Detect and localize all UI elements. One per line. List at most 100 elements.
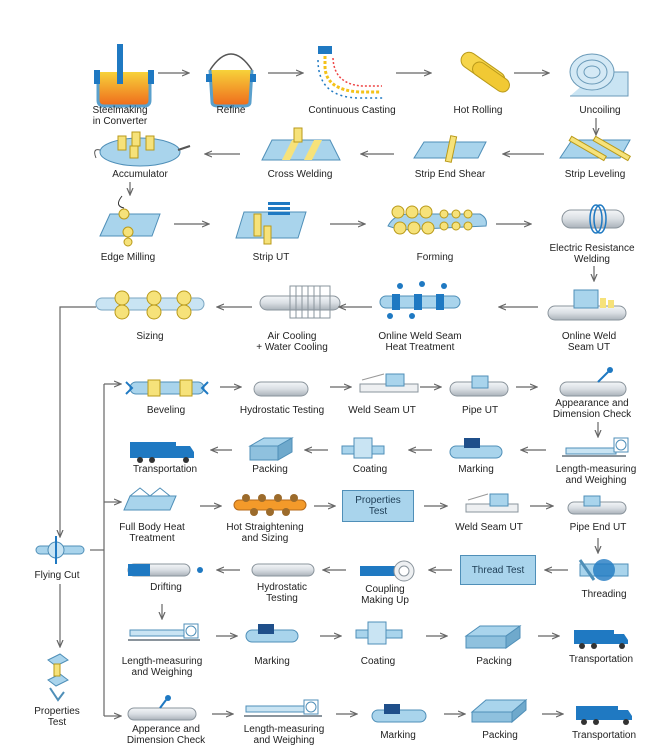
strip-leveling-icon (559, 135, 632, 162)
label-r6-marking: Marking (380, 730, 416, 741)
label-r3-weld-seam-ut: Weld Seam UT (455, 522, 523, 533)
label-r6-length: Length-measuring and Weighing (243, 724, 325, 746)
hot-straightening-icon (233, 494, 307, 516)
label-r1-weld-seam-ut: Weld Seam UT (348, 405, 416, 416)
label-r3-hot-straightening: Hot Straightening and Sizing (226, 522, 304, 544)
coating-icon-r2 (341, 437, 385, 459)
label-continuous-casting: Continuous Casting (308, 105, 396, 116)
flying-cut-icon (35, 536, 85, 564)
label-r5-transportation: Transportation (568, 654, 634, 665)
marking-icon-r2 (449, 438, 503, 459)
label-accumulator: Accumulator (112, 169, 168, 180)
accumulator-icon (94, 131, 191, 167)
forming-icon (387, 205, 487, 235)
label-edge-milling: Edge Milling (100, 252, 156, 263)
packing-icon-r6 (470, 698, 528, 724)
packing-icon-r5 (464, 625, 522, 649)
label-r2-packing: Packing (252, 464, 288, 475)
label-r3-pipe-end-ut: Pipe End UT (569, 522, 627, 533)
coating-icon-r5 (355, 621, 403, 645)
label-r6-transportation: Transportation (571, 730, 637, 741)
label-r5-marking: Marking (254, 656, 290, 667)
marking-icon-r5 (245, 624, 299, 643)
marking-icon-r6 (371, 704, 427, 723)
label-steelmaking: Steelmaking in Converter (92, 105, 148, 127)
converter-icon (94, 44, 154, 108)
packing-icon-r2 (248, 437, 294, 461)
length-weighing-icon-r2 (562, 437, 629, 457)
length-weighing-icon-r6 (244, 699, 322, 717)
label-forming: Forming (416, 252, 454, 263)
label-r6-packing: Packing (482, 730, 518, 741)
strip-ut-icon (235, 202, 307, 245)
properties-test-box: Properties Test (342, 490, 414, 522)
label-properties-test-left: Properties Test (34, 706, 80, 728)
thread-test-box: Thread Test (460, 555, 536, 585)
arrow-to-flying-cut (60, 306, 96, 536)
label-r5-coating: Coating (360, 656, 396, 667)
truck-icon-r5 (574, 630, 628, 649)
label-sizing: Sizing (136, 331, 164, 342)
label-erw: Electric Resistance Welding (549, 243, 635, 265)
label-r2-length: Length-measuring and Weighing (555, 464, 637, 486)
coupling-icon (360, 560, 415, 582)
label-r5-packing: Packing (476, 656, 512, 667)
pipe-ut-icon (449, 375, 509, 397)
weld-seam-ut-icon-r3 (465, 493, 519, 513)
label-r1-appearance: Appearance and Dimension Check (552, 398, 632, 420)
cooling-icon (259, 285, 341, 319)
label-refine: Refine (216, 105, 246, 116)
label-r4-threading: Threading (581, 589, 627, 600)
coil-icon (569, 53, 629, 97)
label-r6-appearance: Apperance and Dimension Check (126, 724, 206, 746)
label-online-weld-ut: Online Weld Seam UT (561, 331, 617, 353)
full-body-heat-treatment-icon (123, 487, 177, 511)
dimension-check-icon (559, 367, 627, 397)
drifting-icon (127, 563, 203, 577)
dimension-check-icon-r6 (127, 695, 197, 721)
label-strip-end-shear: Strip End Shear (414, 169, 486, 180)
erw-welding-icon (561, 204, 625, 234)
label-r2-marking: Marking (458, 464, 494, 475)
weld-seam-heat-treatment-icon (379, 281, 461, 319)
strip-end-shear-icon (413, 135, 487, 163)
label-r4-drifting: Drifting (150, 582, 182, 593)
label-r4-hydrostatic: Hydrostatic Testing (256, 582, 308, 604)
label-strip-ut: Strip UT (252, 252, 290, 263)
continuous-casting-icon (317, 46, 384, 99)
weld-seam-ut-icon (359, 373, 419, 393)
properties-test-icon-left (47, 653, 69, 702)
label-flying-cut: Flying Cut (34, 570, 80, 581)
label-strip-leveling: Strip Leveling (564, 169, 626, 180)
label-r1-hydrostatic: Hydrostatic Testing (239, 405, 325, 416)
label-hot-rolling: Hot Rolling (453, 105, 503, 116)
pipe-end-ut-icon (567, 495, 627, 515)
online-weld-seam-ut-icon (547, 289, 627, 321)
length-weighing-icon-r5 (128, 623, 200, 641)
label-cross-welding: Cross Welding (267, 169, 333, 180)
cross-welding-icon (261, 127, 341, 161)
flow-arrows (60, 73, 598, 716)
label-uncoiling: Uncoiling (579, 105, 621, 116)
truck-icon-r2 (130, 442, 194, 463)
label-cooling: Air Cooling + Water Cooling (256, 331, 328, 353)
hydrostatic-testing-icon-r4 (251, 563, 315, 577)
truck-icon-r6 (576, 706, 632, 725)
hydrostatic-testing-icon (253, 381, 309, 397)
label-r4-coupling: Coupling Making Up (361, 584, 409, 606)
label-r1-beveling: Beveling (146, 405, 186, 416)
label-r3-full-body: Full Body Heat Treatment (119, 522, 185, 544)
threading-icon (578, 559, 629, 581)
label-r2-coating: Coating (352, 464, 388, 475)
label-heat-treatment: Online Weld Seam Heat Treatment (378, 331, 462, 353)
label-r1-pipe-ut: Pipe UT (461, 405, 499, 416)
ladle-refine-icon (206, 53, 256, 108)
beveling-icon (125, 379, 209, 397)
sizing-icon (95, 290, 205, 320)
edge-milling-icon (99, 195, 161, 247)
label-r5-length: Length-measuring and Weighing (121, 656, 203, 678)
hot-rolling-icon (460, 51, 510, 93)
label-r2-transportation: Transportation (132, 464, 198, 475)
